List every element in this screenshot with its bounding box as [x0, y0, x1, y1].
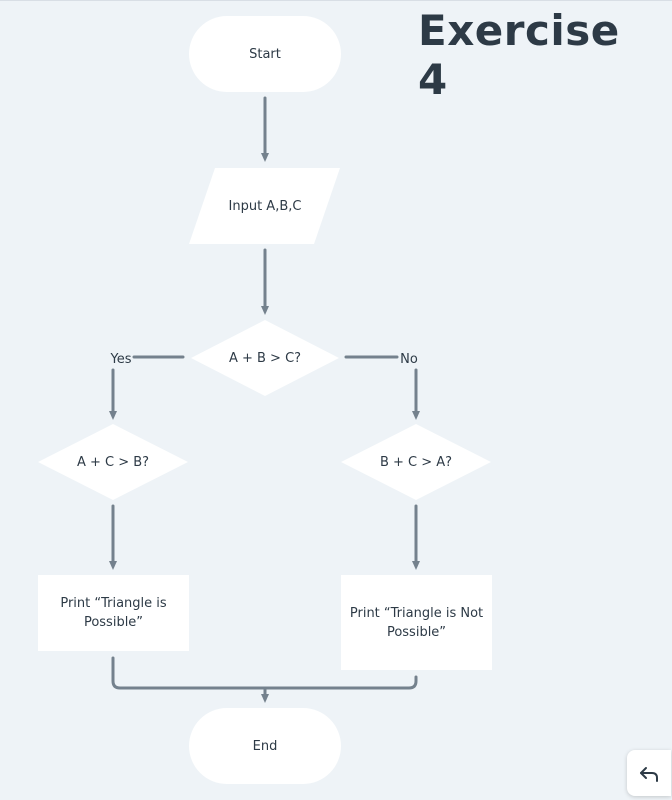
- input-parallelogram: [189, 168, 340, 244]
- start-terminal: [189, 16, 341, 92]
- end-label: End: [252, 738, 278, 754]
- input-label: Input A,B,C: [228, 198, 302, 214]
- decision-main-diamond: [191, 320, 339, 396]
- print-possible-label: Print “Triangle is Possible”: [60, 596, 167, 630]
- yes-edge-label: Yes: [110, 351, 132, 367]
- decision-main-label: A + B > C?: [228, 350, 302, 366]
- print-possible-box: [38, 575, 189, 651]
- no-edge-label: No: [400, 351, 418, 367]
- end-terminal: [189, 708, 341, 784]
- decision-right-label: B + C > A?: [379, 454, 453, 470]
- print-not-possible-label: Print “Triangle is Not Possible”: [349, 605, 484, 640]
- print-not-possible-box: [341, 575, 492, 670]
- decision-left-diamond: [38, 424, 188, 500]
- undo-arrow-icon: [640, 767, 658, 782]
- undo-button[interactable]: [627, 750, 671, 796]
- start-label: Start: [249, 46, 281, 62]
- top-divider: [0, 0, 672, 1]
- page-title: Exercise 4: [418, 6, 620, 104]
- decision-right-diamond: [341, 424, 491, 500]
- decision-left-label: A + C > B?: [76, 454, 150, 470]
